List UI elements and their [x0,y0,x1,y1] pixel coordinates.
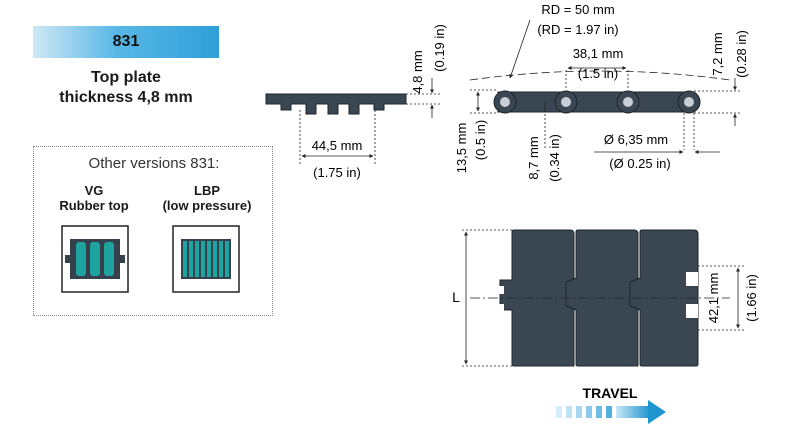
version-lbp-desc: (low pressure) [162,198,252,213]
section-profile [265,93,407,115]
version-vg-image [61,225,129,293]
product-code: 831 [112,33,140,50]
version-vg-label: VG Rubber top [44,183,144,213]
dim-h135-in: (0.5 in) [473,120,488,160]
dim-width-in: (1.75 in) [313,165,361,180]
top-plate-title: Top plate thickness 4,8 mm [33,68,219,108]
dim-h421-in: (1.66 in) [744,274,759,322]
title-line-1: Top plate [91,69,161,86]
dim-pin-in: (Ø 0.25 in) [609,156,670,171]
travel-arrow-icon [556,400,666,424]
product-badge: 831 [33,26,219,58]
dim-thickness-mm: 4,8 mm [410,50,425,93]
dim-length-label: L [452,289,460,305]
dim-h87-mm: 8,7 mm [526,136,541,179]
other-versions-box: Other versions 831: VG Rubber top LBP (l… [33,146,273,316]
dim-h135-mm: 13,5 mm [454,123,469,174]
dim-h72-mm: 7,2 mm [710,32,725,75]
version-vg-desc: Rubber top [59,198,129,213]
dim-thickness-in: (0.19 in) [432,24,447,72]
dim-pitch-in: (1.5 in) [578,66,618,81]
dim-pin-mm: Ø 6,35 mm [604,132,668,147]
dim-rd-mm: RD = 50 mm [541,2,614,17]
dim-rd-in: (RD = 1.97 in) [537,22,618,37]
version-lbp-image [172,225,240,293]
top-view-chain [490,229,699,367]
dim-h421-mm: 42,1 mm [706,273,721,324]
title-line-2: thickness 4,8 mm [59,89,193,106]
side-view-chain [493,90,701,114]
other-versions-heading: Other versions 831: [88,155,220,172]
version-lbp-name: LBP [194,183,220,198]
version-lbp-label: LBP (low pressure) [152,183,262,213]
travel-label: TRAVEL [583,385,638,401]
dim-h72-in: (0.28 in) [734,30,749,78]
dim-h87-in: (0.34 in) [547,134,562,182]
dim-width-mm: 44,5 mm [312,138,363,153]
dim-pitch-mm: 38,1 mm [573,46,624,61]
version-vg-name: VG [84,183,104,198]
